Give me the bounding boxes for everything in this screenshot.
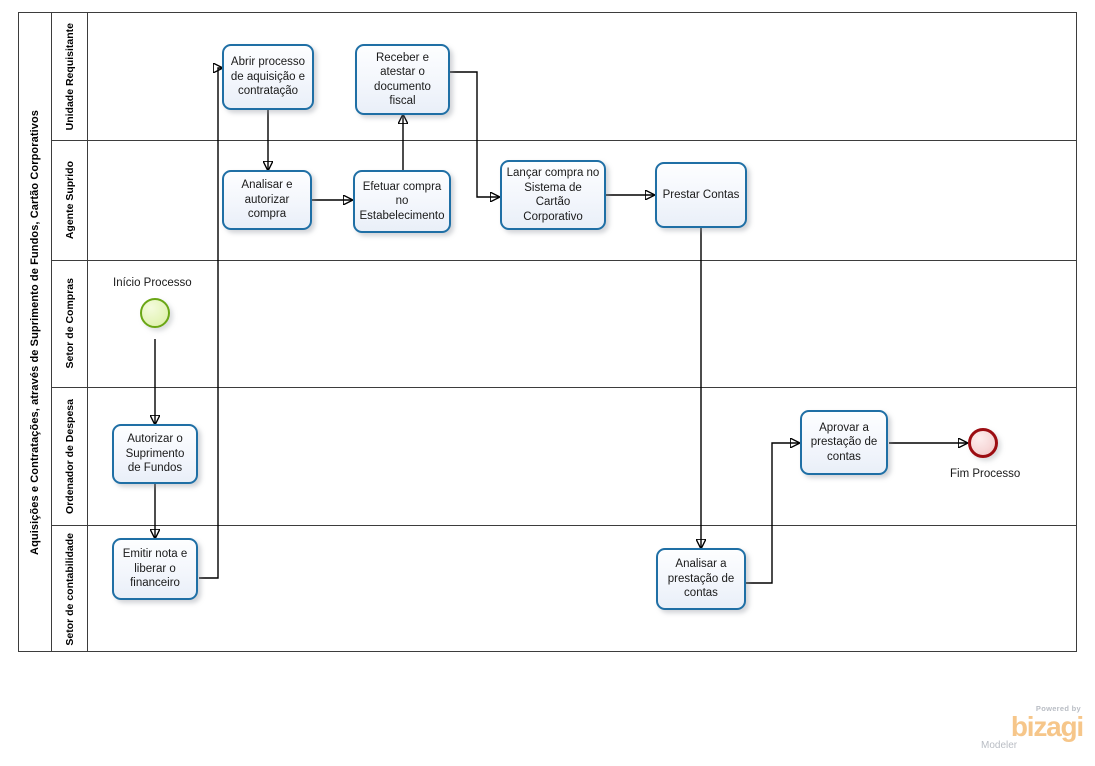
lane-title-column — [52, 13, 88, 651]
modeler-label: Modeler — [981, 740, 1018, 751]
start-event-label: Início Processo — [113, 277, 192, 289]
lane-divider-4 — [52, 525, 1076, 526]
lane-divider-1 — [52, 140, 1076, 141]
end-event-label: Fim Processo — [950, 468, 1021, 480]
lane-divider-2 — [52, 260, 1076, 261]
end-event-fim-processo[interactable] — [968, 428, 998, 458]
task-aprovar-prestacao-contas[interactable]: Aprovar a prestação de contas — [800, 410, 888, 475]
task-analisar-autorizar-compra[interactable]: Analisar e autorizar compra — [222, 170, 312, 230]
sidebar-item-setor-de-contabilidade[interactable]: Setor de contabilidade — [52, 525, 88, 653]
sidebar-item-unidade-requisitante[interactable]: Unidade Requisitante — [52, 13, 88, 140]
task-emitir-nota-liberar-financeiro[interactable]: Emitir nota e liberar o financeiro — [112, 538, 198, 600]
powered-by-label: Powered by — [1035, 704, 1081, 713]
task-receber-atestar[interactable]: Receber e atestar o documento fiscal — [355, 44, 450, 115]
task-lancar-compra-sistema-cartao[interactable]: Lançar compra no Sistema de Cartão Corpo… — [500, 160, 606, 230]
start-event-inicio-processo[interactable] — [140, 298, 170, 328]
task-prestar-contas[interactable]: Prestar Contas — [655, 162, 747, 228]
task-efetuar-compra[interactable]: Efetuar compra no Estabelecimento — [353, 170, 451, 233]
sidebar-item-agente-suprido[interactable]: Agente Suprido — [52, 140, 88, 260]
lane-label-agente-suprido: Agente Suprido — [64, 160, 76, 240]
bizagi-wordmark: bizagi — [1010, 711, 1084, 742]
pool-title-label: Aquisições e Contratações, através de Su… — [29, 109, 41, 555]
task-autorizar-suprimento-fundos[interactable]: Autorizar o Suprimento de Fundos — [112, 424, 198, 484]
task-abrir-processo[interactable]: Abrir processo de aquisição e contrataçã… — [222, 44, 314, 110]
lane-label-ordenador-de-despesa: Ordenador de Despesa — [64, 398, 76, 514]
sidebar-item-ordenador-de-despesa[interactable]: Ordenador de Despesa — [52, 387, 88, 525]
lane-label-setor-de-compras: Setor de Compras — [64, 278, 76, 369]
lane-label-unidade-requisitante: Unidade Requisitante — [64, 22, 76, 131]
task-analisar-prestacao-contas[interactable]: Analisar a prestação de contas — [656, 548, 746, 610]
sidebar-item-setor-de-compras[interactable]: Setor de Compras — [52, 260, 88, 387]
lane-divider-3 — [52, 387, 1076, 388]
lane-label-setor-de-contabilidade: Setor de contabilidade — [64, 532, 76, 646]
bizagi-logo: Powered by bizagi Modeler — [979, 704, 1084, 756]
pool-title: Aquisições e Contratações, através de Su… — [19, 13, 52, 651]
